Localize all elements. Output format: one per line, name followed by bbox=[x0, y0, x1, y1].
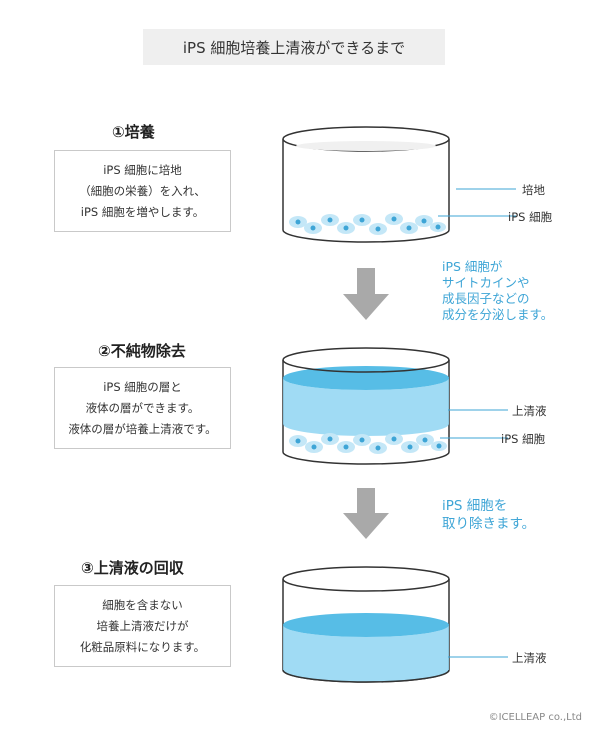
note-removal-line-1: iPS 細胞を bbox=[442, 498, 508, 514]
dish-separation bbox=[282, 347, 508, 465]
note-secretion-line-1: iPS 細胞が bbox=[442, 259, 503, 274]
step-1-line-2: （細胞の栄養）を入れ、 bbox=[79, 183, 206, 198]
note-secretion-line-2: サイトカインや bbox=[442, 275, 530, 290]
step-1-description: iPS 細胞に培地 （細胞の栄養）を入れ、 iPS 細胞を増やします。 bbox=[54, 150, 231, 232]
dish-culture bbox=[282, 126, 516, 243]
step-3-line-2: 培養上清液だけが bbox=[96, 618, 189, 633]
step-1-line-3: iPS 細胞を増やします。 bbox=[80, 204, 205, 219]
label-ips-cells-1: iPS 細胞 bbox=[508, 210, 553, 224]
diagram-title: iPS 細胞培養上清液ができるまで bbox=[143, 29, 445, 65]
note-secretion-line-4: 成分を分泌します。 bbox=[442, 307, 554, 322]
step-1-line-1: iPS 細胞に培地 bbox=[103, 162, 182, 177]
step-2-description: iPS 細胞の層と 液体の層ができます。 液体の層が培養上清液です。 bbox=[54, 367, 231, 449]
label-supernatant-1: 上清液 bbox=[512, 404, 547, 418]
label-medium: 培地 bbox=[522, 183, 545, 197]
copyright-text: ©ICELLEAP co.,Ltd bbox=[488, 712, 582, 723]
step-2-line-1: iPS 細胞の層と bbox=[103, 379, 182, 394]
step-3-heading: ③上清液の回収 bbox=[81, 559, 184, 577]
step-2-heading: ②不純物除去 bbox=[98, 342, 186, 360]
label-ips-cells-2: iPS 細胞 bbox=[501, 432, 546, 446]
cell-cluster-1 bbox=[289, 213, 446, 235]
step-2-line-2: 液体の層ができます。 bbox=[85, 400, 200, 415]
step-3-line-1: 細胞を含まない bbox=[102, 597, 183, 612]
step-3-description: 細胞を含まない 培養上清液だけが 化粧品原料になります。 bbox=[54, 585, 231, 667]
step-3-line-3: 化粧品原料になります。 bbox=[79, 639, 206, 654]
note-secretion: iPS 細胞が サイトカインや 成長因子などの 成分を分泌します。 bbox=[442, 259, 553, 323]
step-1-heading: ①培養 bbox=[112, 123, 155, 141]
label-supernatant-2: 上清液 bbox=[512, 651, 547, 665]
step-2-line-3: 液体の層が培養上清液です。 bbox=[68, 421, 217, 436]
down-arrow-1 bbox=[343, 268, 389, 320]
note-removal: iPS 細胞を 取り除きます。 bbox=[442, 497, 535, 533]
cell-cluster-2 bbox=[289, 433, 447, 454]
down-arrow-2 bbox=[343, 488, 389, 539]
note-removal-line-2: 取り除きます。 bbox=[442, 516, 536, 532]
dish-collection bbox=[282, 566, 508, 683]
note-secretion-line-3: 成長因子などの bbox=[442, 291, 530, 306]
